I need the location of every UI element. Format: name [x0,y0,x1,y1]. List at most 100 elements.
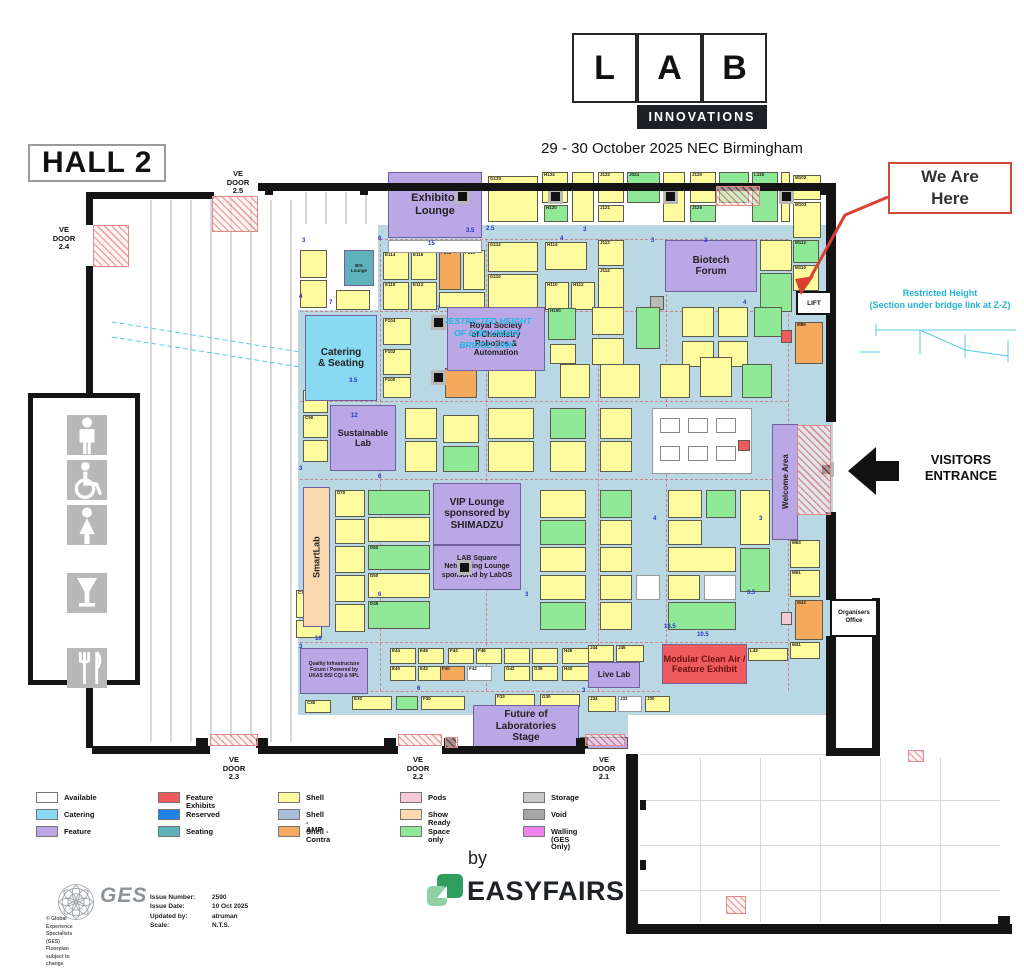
area-sustainable: Sustainable Lab [330,405,396,471]
booth-F46: F46 [476,648,502,664]
booth-M41: M41 [790,642,820,659]
aisle-dimension: 15 [428,241,435,247]
booth-J112: J112 [598,240,624,266]
wall-tick [360,190,368,195]
booth [682,307,714,337]
booth-label: M112 [795,240,807,245]
aisle-dimension: 3 [582,688,586,694]
legend-label: Walling (GES Only) [551,827,578,851]
legend-label: Pods [428,793,447,802]
aisle-dimension: 6 [378,592,382,598]
aisle-dash-line [300,642,788,643]
wall-tick [576,738,588,748]
by-label: by [468,848,488,868]
booth [668,547,736,572]
booth-H40: H40 [562,666,592,681]
area-label: Modular Clean Air / Feature Exhibit [663,653,746,674]
grid-line [940,758,941,922]
booth [592,307,624,335]
booth-label: J122 [600,172,611,177]
door-hatch-zone [585,734,625,746]
wall [626,924,1012,934]
booth-label: J30 [647,696,655,701]
meeting-table [660,418,680,433]
grid-line [640,800,1000,801]
door-hatch-zone [212,196,258,232]
ve-door-label-2.4: VE DOOR 2.4 [52,225,76,252]
aisle-dimension: 3.5 [349,378,358,384]
booth-F30: F30 [421,696,465,710]
area-biotech: Biotech Forum [665,240,757,292]
area-label: Sustainable Lab [337,427,389,448]
booth-F108: F108 [439,250,461,290]
grid-line [700,758,701,922]
legend-label: Show Ready [428,810,451,827]
booth [504,648,530,664]
booth-F110: F110 [463,250,485,290]
wall-tick [265,190,273,195]
grid-line [210,200,212,742]
booth-H112: H112 [571,282,595,310]
booth-label: F102 [385,349,396,354]
visitors-entrance-label: VISITORS ENTRANCE [924,452,998,484]
booth-label: E42 [420,666,429,671]
booth-E114: E114 [383,252,409,280]
aisle-dash-line [380,239,788,240]
booth [388,240,482,253]
booth-M110: M110 [793,265,819,291]
rsc-restricted-height-note: RESTRICTED HEIGHT OF 6295 UNDER BRIDGE L… [442,316,532,350]
booth [740,548,770,592]
booth-label: F104 [385,318,396,323]
structural-pillar [431,315,446,330]
legend-swatch-shell-contra [278,826,300,837]
legend-swatch-space-only [400,826,422,837]
booth [572,172,594,222]
lab-innovations-logo: L A B INNOVATIONS [572,33,768,129]
legend-swatch-catering [36,809,58,820]
meeting-table [716,418,736,433]
legend-swatch-feature [36,826,58,837]
booth-label: F40 [442,666,450,671]
booth-G110: G110 [488,274,538,310]
wall [826,512,836,520]
wall [998,916,1010,934]
booth [335,575,365,602]
booth-label: E114 [385,252,396,257]
door-hatch-zone [726,896,746,914]
wall-tick [256,738,268,748]
booth [550,441,586,472]
structural-pillar [779,189,794,204]
area-label: Welcome Area [780,454,790,510]
booth [668,490,702,518]
wall [258,746,398,754]
booth [488,441,534,472]
booth [600,602,632,630]
booth [600,575,632,600]
booth-label: C30 [307,700,316,705]
restricted-height-note: Restricted Height (Section under bridge … [869,288,1011,310]
aisle-dimension: 3 [583,227,587,233]
booth [335,519,365,544]
ve-door-label-2.5: VE DOOR 2.5 [226,169,250,196]
booth-label: L43 [750,648,758,653]
booth-D70: D70 [335,490,365,517]
grid-line [760,758,761,922]
booth-M43: M43 [795,600,823,640]
ve-door-label-2.2: VE DOOR 2.2 [406,755,430,782]
legend-label: Reserved [186,810,220,819]
aisle-dimension: 3 [302,238,306,244]
booth-label: J34 [590,696,598,701]
ges-copyright: © Global Experience Specialists (GES) Fl… [46,916,73,967]
event-date: 29 - 30 October 2025 NEC Birmingham [541,140,803,157]
ges-logo-text: GES [100,884,148,907]
booth-label: F44 [450,648,458,653]
door-hatch-zone [93,225,129,267]
issue-value: 10 Oct 2025 [212,903,249,911]
ve-door-label-2.3: VE DOOR 2.3 [222,755,246,782]
booth-M103: M103 [793,202,821,238]
grid-line [150,200,152,742]
booth-H114: H114 [545,242,587,270]
booth-F42: F42 [467,666,492,681]
aisle-dimension: 3 [651,238,655,244]
booth-label: M103 [795,202,807,207]
